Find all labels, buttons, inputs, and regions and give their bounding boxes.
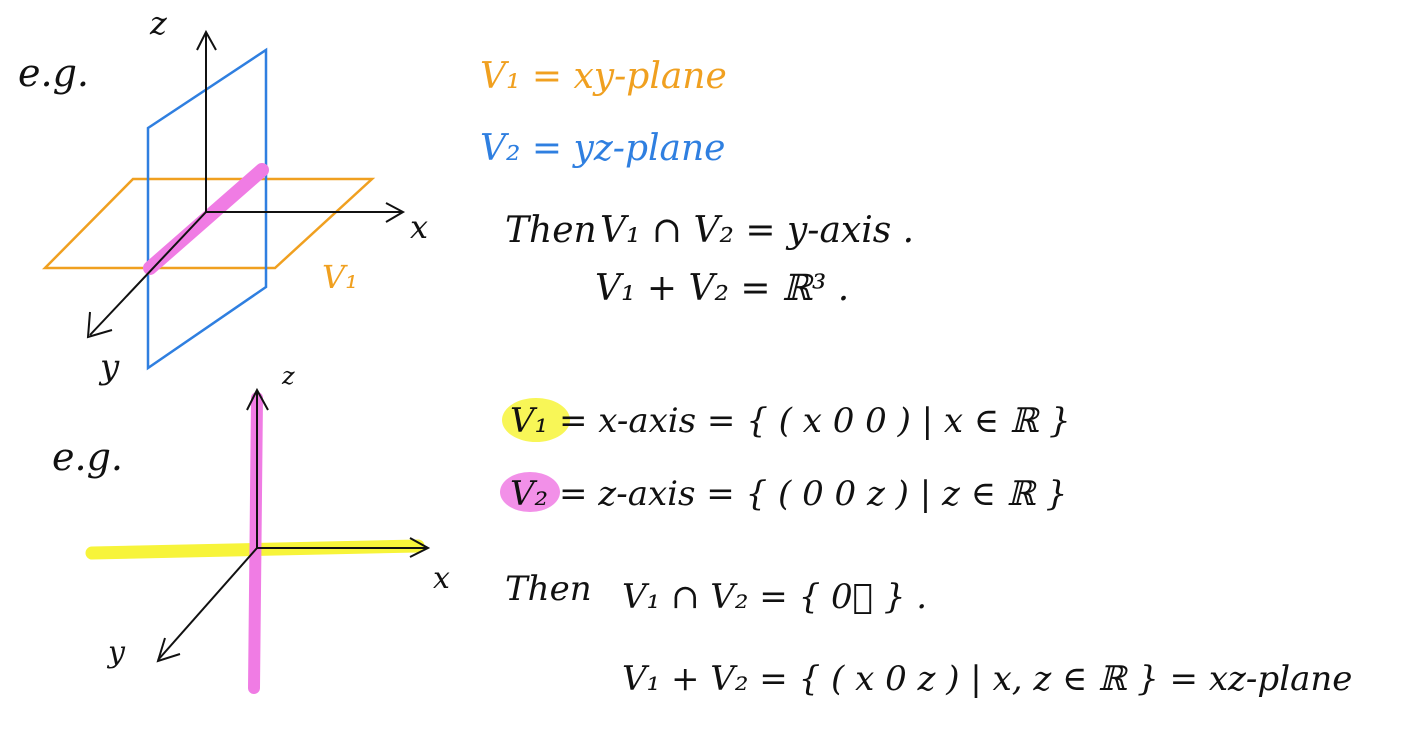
example1-sum: V₁ + V₂ = ℝ³ . — [595, 268, 849, 309]
z-axis-arrowhead — [196, 29, 217, 51]
example1-eg-label: e.g. — [18, 51, 89, 95]
x-axis-label: x — [410, 208, 428, 246]
y-axis-line — [89, 211, 207, 336]
plane-v1-label: V₁ — [322, 258, 358, 296]
example1-intersection: V₁ ∩ V₂ = y-axis . — [600, 210, 914, 251]
z-axis-arrowhead-2 — [246, 387, 269, 411]
yz-plane-outline — [146, 47, 268, 371]
v1-definition: V₁ = xy-plane — [480, 56, 727, 97]
example2-v1-definition: V₁ = x-axis = { ( x 0 0 ) | x ∈ ℝ } — [510, 401, 1071, 441]
z-axis-label-2: z — [281, 362, 295, 390]
example1-then: Then — [505, 210, 597, 251]
y-axis-arrowhead-2 — [156, 637, 181, 663]
x-axis-arrowhead-2 — [409, 537, 431, 558]
z-axis-label: z — [149, 4, 168, 42]
y-axis-label: y — [98, 347, 120, 387]
example2-eg-label: e.g. — [52, 435, 123, 479]
example2-then: Then — [505, 569, 592, 609]
x-axis-label-2: x — [433, 561, 450, 596]
example1-diagram: z x y V₁ — [42, 4, 428, 387]
y-axis-line-2 — [157, 547, 258, 661]
xy-plane-outline — [42, 177, 376, 270]
example2-v2-definition: V₂ = z-axis = { ( 0 0 z ) | z ∈ ℝ } — [510, 474, 1067, 514]
v1-highlight-mark — [502, 398, 570, 442]
example2-intersection: V₁ ∩ V₂ = { 0⃗ } . — [622, 577, 927, 617]
example2-diagram: z x y — [85, 362, 450, 694]
v2-highlight-mark — [500, 472, 560, 512]
example2-sum: V₁ + V₂ = { ( x 0 z ) | x, z ∈ ℝ } = xz-… — [622, 659, 1352, 699]
y-axis-arrowhead — [86, 311, 113, 339]
x-axis-arrowhead — [385, 202, 406, 223]
y-axis-label-2: y — [106, 635, 126, 670]
v2-definition: V₂ = yz-plane — [480, 128, 725, 169]
